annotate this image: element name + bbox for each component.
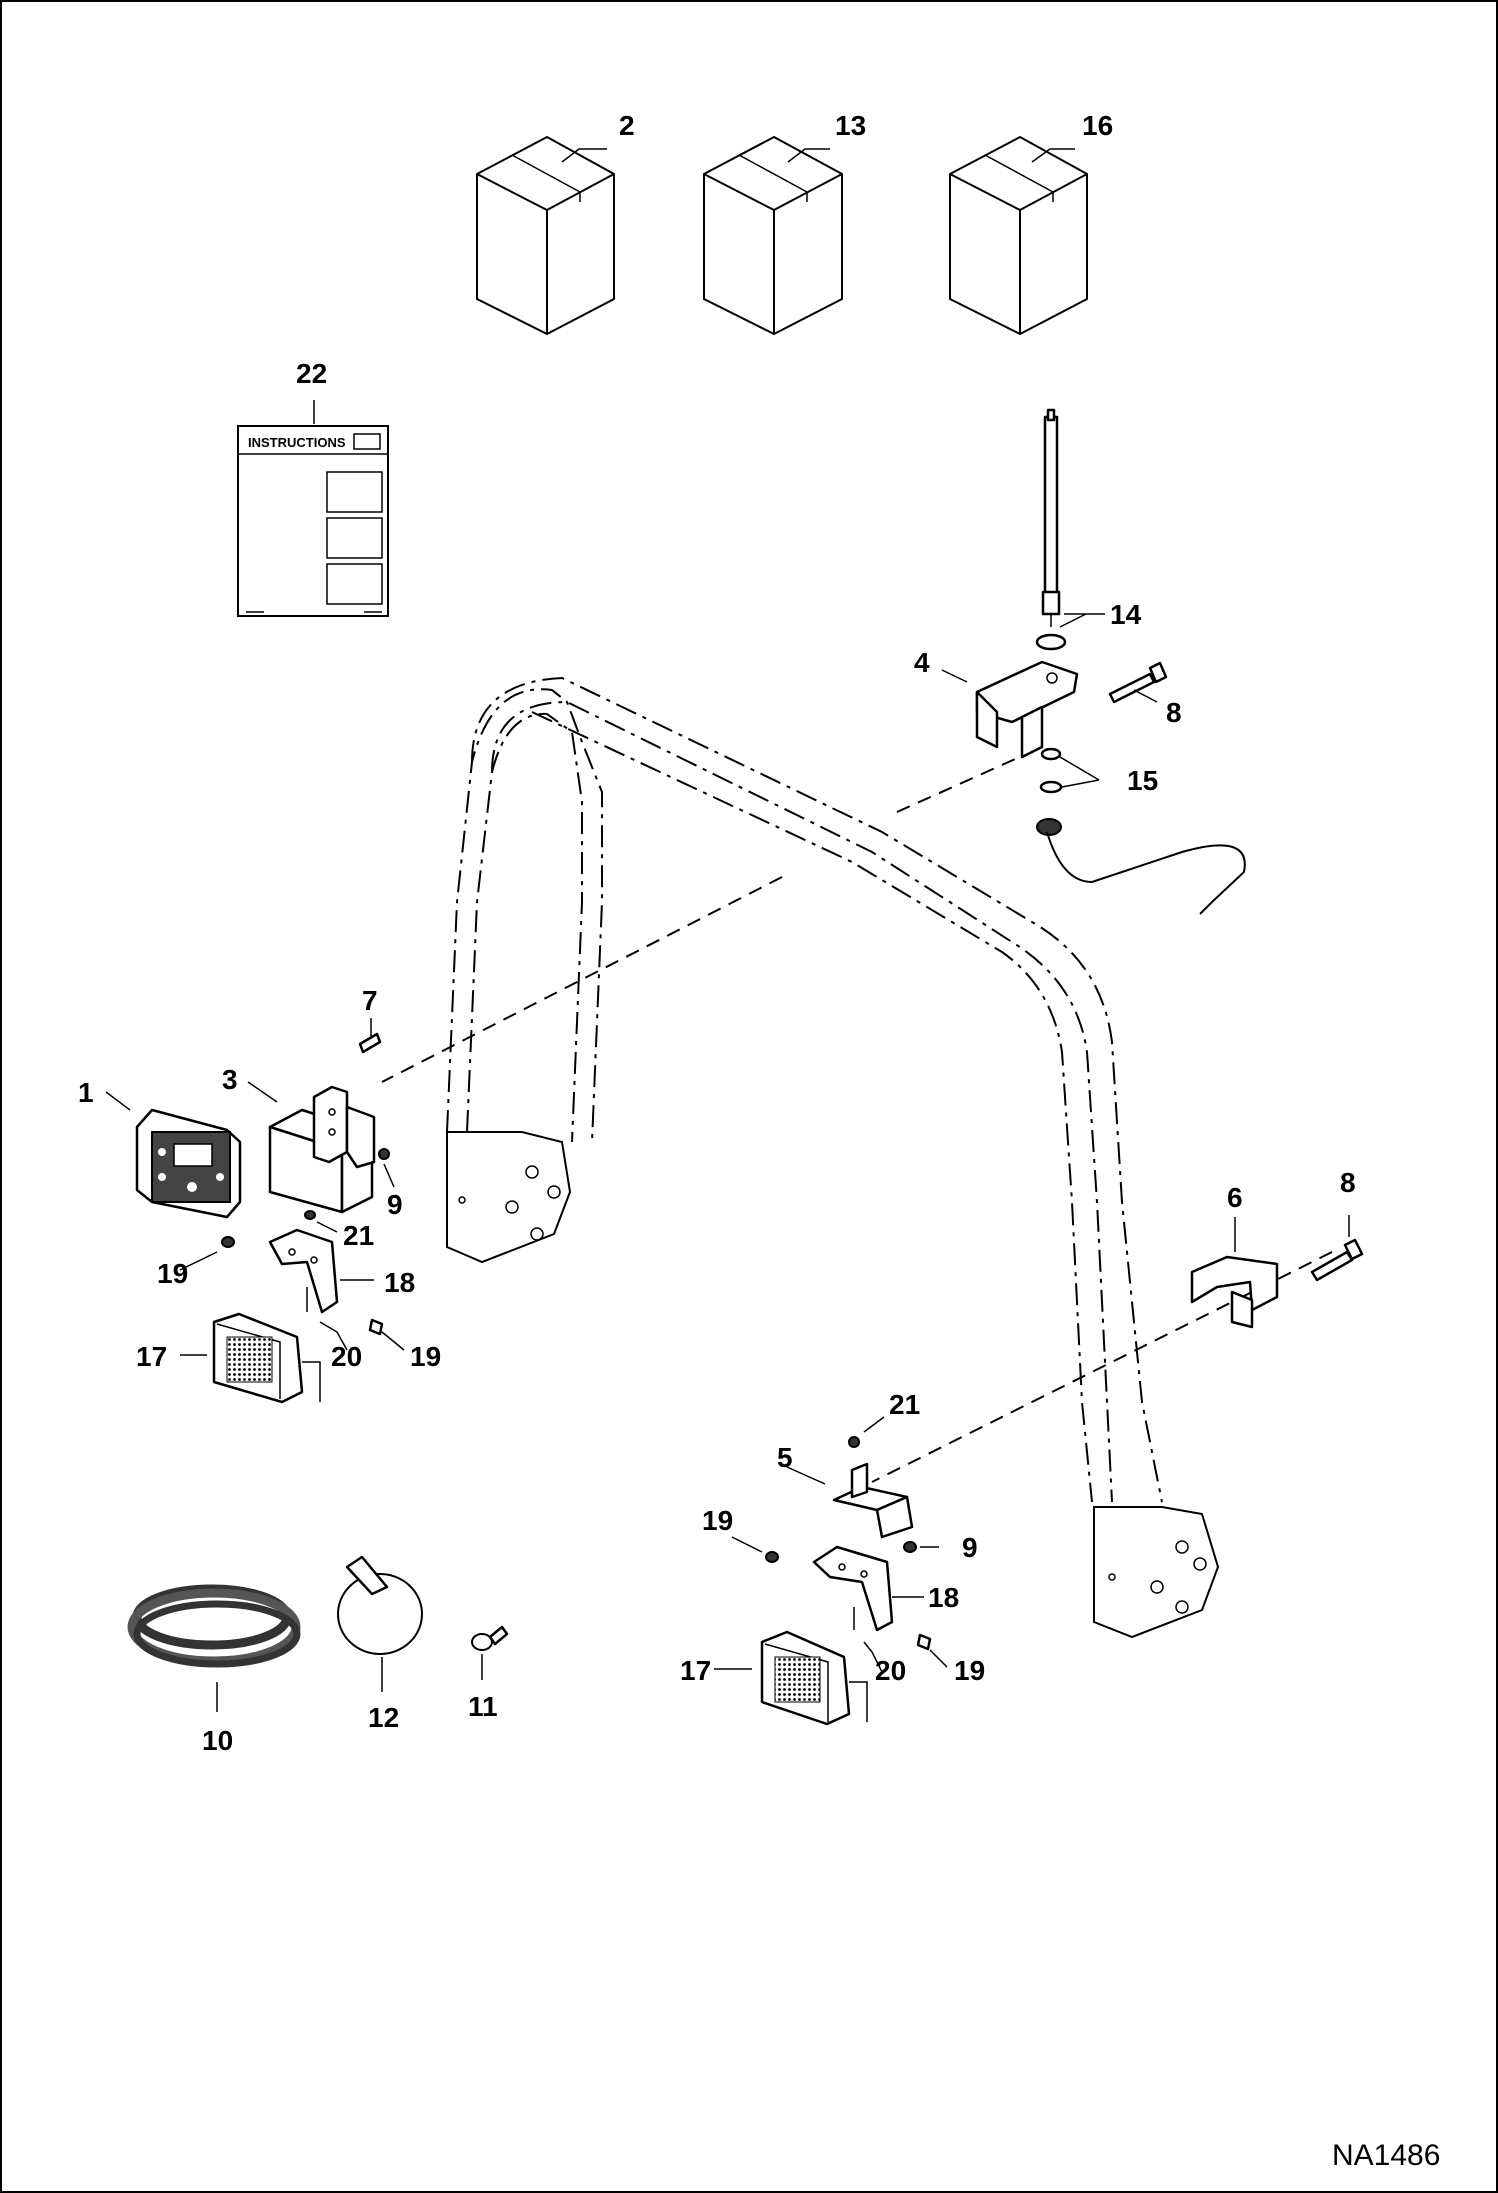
callout-19-left-a: 19 (157, 1258, 188, 1289)
diagram-reference-code: NA1486 (1332, 2139, 1440, 2172)
callout-9-left: 9 (387, 1189, 403, 1220)
callout-11: 11 (468, 1691, 498, 1722)
callout-20-left: 20 (331, 1341, 362, 1372)
wire-harness-coil (127, 1584, 301, 1668)
ring-terminal (471, 1625, 509, 1651)
callout-8-lower: 8 (1340, 1167, 1356, 1198)
left-speaker (212, 1312, 321, 1404)
radio-unit (135, 1108, 242, 1219)
callout-8-upper: 8 (1166, 697, 1182, 728)
callout-7: 7 (362, 985, 378, 1016)
callout-22: 22 (296, 358, 327, 389)
callout-16: 16 (1082, 110, 1113, 141)
callout-20-right: 20 (875, 1655, 906, 1686)
right-speaker (760, 1630, 868, 1726)
callout-14: 14 (1110, 599, 1142, 630)
callout-21-left: 21 (343, 1220, 374, 1251)
instructions-sheet (237, 425, 389, 617)
antenna (1035, 408, 1067, 651)
callout-13: 13 (835, 110, 866, 141)
callout-18-left: 18 (384, 1267, 415, 1298)
callout-6: 6 (1227, 1182, 1243, 1213)
box-part-13 (703, 135, 843, 336)
callout-21-right: 21 (889, 1389, 920, 1420)
callout-19-left-b: 19 (410, 1341, 441, 1372)
right-speaker-upper-bracket (832, 1436, 917, 1553)
callout-4: 4 (914, 647, 930, 678)
rops-left-foot (446, 1131, 572, 1264)
callout-5: 5 (777, 1442, 793, 1473)
antenna-cable (1046, 831, 1246, 915)
callout-12: 12 (368, 1702, 399, 1733)
rops-frame (381, 676, 1333, 1503)
mount-bolt-8-lower (1310, 1238, 1364, 1282)
rops-right-foot (1093, 1506, 1220, 1639)
radio-mount-bracket (312, 1032, 390, 1169)
instructions-title: INSTRUCTIONS (248, 435, 346, 450)
callout-18-right: 18 (928, 1582, 959, 1613)
callout-17-right: 17 (680, 1655, 711, 1686)
callout-1: 1 (78, 1077, 94, 1108)
box-part-16 (949, 135, 1088, 336)
callout-15: 15 (1127, 765, 1158, 796)
callout-labels: 2 13 16 22 14 4 8 15 7 1 3 9 21 19 18 17… (78, 110, 1356, 1756)
callout-19-right-a: 19 (702, 1505, 733, 1536)
hose-clamp (337, 1555, 423, 1655)
leader-lines (105, 148, 1350, 1712)
callout-3: 3 (222, 1064, 238, 1095)
right-speaker-lower-bracket (765, 1545, 932, 1651)
callout-19-right-b: 19 (954, 1655, 985, 1686)
callout-9-right: 9 (962, 1532, 978, 1563)
callout-2: 2 (619, 110, 635, 141)
antenna-mount-bracket (975, 660, 1079, 759)
antenna-washers-15 (1036, 747, 1063, 836)
callout-10: 10 (202, 1725, 233, 1756)
callout-17-left: 17 (136, 1341, 167, 1372)
box-part-2 (476, 135, 615, 336)
left-speaker-bracket (221, 1210, 384, 1336)
right-frame-bracket (1190, 1255, 1279, 1329)
mount-bolt-8-upper (1108, 661, 1168, 704)
